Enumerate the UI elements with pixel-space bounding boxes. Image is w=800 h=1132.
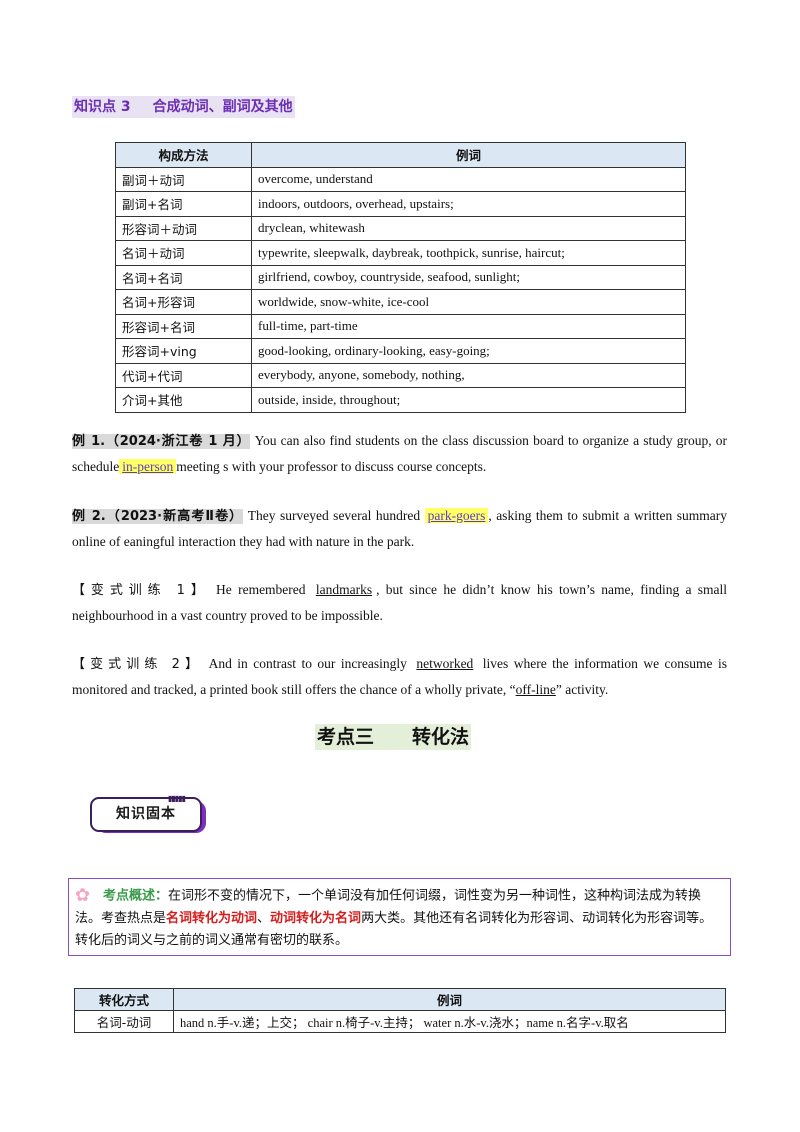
practice-2-answer-2: off-line bbox=[515, 682, 556, 697]
badge-label: 知识固本 bbox=[90, 797, 202, 832]
kaodian-number: 考点三 bbox=[317, 726, 375, 748]
knowledge-badge: 知识固本 ▮▮▮▮▮ bbox=[90, 794, 206, 833]
table-header-row: 构成方法 例词 bbox=[115, 142, 686, 168]
kaodian-title: 转化法 bbox=[412, 726, 470, 748]
practice-2-label: 【变式训练 2】 bbox=[72, 657, 204, 672]
examples-cell: girlfriend, cowboy, countryside, seafood… bbox=[251, 264, 686, 290]
method-cell: 形容词+名词 bbox=[115, 313, 252, 339]
example-1-text-after: meeting s with your professor to discuss… bbox=[176, 459, 487, 474]
method-cell: 名词+名词 bbox=[115, 264, 252, 290]
summary-box: ✿ 考点概述：在词形不变的情况下，一个单词没有加任何词缀，词性变为另一种词性，这种… bbox=[68, 878, 731, 956]
section-number: 知识点 3 bbox=[74, 99, 131, 115]
method-cell: 名词-动词 bbox=[74, 1010, 174, 1033]
summary-label: 考点概述： bbox=[103, 888, 169, 904]
method-cell: 代词+代词 bbox=[115, 362, 252, 388]
method-cell: 形容词+ving bbox=[115, 338, 252, 364]
example-2-label: 例 2.（2023·新高考Ⅱ卷） bbox=[72, 509, 244, 524]
summary-sep: 、 bbox=[257, 910, 271, 926]
practice-2: 【变式训练 2】 And in contrast to our increasi… bbox=[72, 651, 727, 702]
practice-1-answer: landmarks bbox=[315, 582, 373, 597]
practice-1-label: 【变式训练 1】 bbox=[72, 583, 210, 598]
method-cell: 介词+其他 bbox=[115, 387, 252, 413]
practice-2-text-after: ” activity. bbox=[555, 682, 609, 697]
method-cell: 副词＋动词 bbox=[115, 166, 252, 192]
examples-cell: outside, inside, throughout; bbox=[251, 387, 686, 413]
example-2-text-after: , asking them to submit a written summar… bbox=[72, 508, 728, 549]
section-heading: 知识点 3 合成动词、副词及其他 bbox=[72, 96, 295, 118]
examples-cell: hand n.手-v.递；上交； chair n.椅子-v.主持； water … bbox=[173, 1010, 726, 1033]
example-1-label: 例 1.（2024·浙江卷 1 月） bbox=[72, 434, 251, 449]
examples-cell: full-time, part-time bbox=[251, 313, 686, 339]
practice-1-text-after: , but since he didn’t know his town’s na… bbox=[72, 582, 728, 623]
example-1: 例 1.（2024·浙江卷 1 月） You can also find stu… bbox=[72, 428, 727, 479]
example-2: 例 2.（2023·新高考Ⅱ卷） They surveyed several h… bbox=[72, 503, 727, 554]
summary-text-1: 在词形不变的情况下，一个单词没有加任何词缀，词性变为另一种词性，这种构词法成为转… bbox=[75, 888, 702, 926]
examples-cell: overcome, understand bbox=[251, 166, 686, 192]
method-cell: 名词＋动词 bbox=[115, 240, 252, 266]
example-1-text-before: You can also find students on the class … bbox=[72, 433, 727, 474]
example-2-text-before: They surveyed several hundred bbox=[247, 508, 421, 523]
section-title: 合成动词、副词及其他 bbox=[152, 99, 293, 115]
column-header-examples: 例词 bbox=[173, 988, 726, 1011]
examples-cell: typewrite, sleepwalk, daybreak, toothpic… bbox=[251, 240, 686, 266]
practice-2-text-before: And in contrast to our increasingly bbox=[208, 656, 407, 671]
column-header-method: 构成方法 bbox=[115, 142, 252, 168]
examples-cell: indoors, outdoors, overhead, upstairs; bbox=[251, 191, 686, 217]
examples-cell: dryclean, whitewash bbox=[251, 215, 686, 241]
kaodian-heading: 考点三 转化法 bbox=[315, 724, 472, 750]
table-header-row: 转化方式 例词 bbox=[74, 988, 726, 1011]
flower-icon: ✿ bbox=[75, 885, 91, 906]
practice-1: 【变式训练 1】 He remembered landmarks, but si… bbox=[72, 577, 727, 628]
example-1-answer: in-person bbox=[119, 459, 177, 474]
badge-binder-rings-icon: ▮▮▮▮▮ bbox=[168, 794, 186, 803]
example-2-answer: park-goers bbox=[424, 508, 489, 523]
examples-cell: good-looking, ordinary-looking, easy-goi… bbox=[251, 338, 686, 364]
summary-red-2: 动词转化为名词 bbox=[270, 910, 362, 926]
examples-cell: everybody, anyone, somebody, nothing, bbox=[251, 362, 686, 388]
summary-red-1: 名词转化为动词 bbox=[166, 910, 258, 926]
practice-2-text-mid: lives where the information we consume i… bbox=[72, 656, 727, 697]
practice-2-answer: networked bbox=[416, 656, 474, 671]
practice-1-text-before: He remembered bbox=[216, 582, 306, 597]
column-header-method: 转化方式 bbox=[74, 988, 174, 1011]
method-cell: 名词+形容词 bbox=[115, 289, 252, 315]
examples-cell: worldwide, snow-white, ice-cool bbox=[251, 289, 686, 315]
method-cell: 形容词＋动词 bbox=[115, 215, 252, 241]
summary-text-2: 两大类。其他还有名词转化为形容词、动词转化为形容词等。转化后的词义与之前的词义通… bbox=[75, 910, 713, 948]
column-header-examples: 例词 bbox=[251, 142, 686, 168]
method-cell: 副词+名词 bbox=[115, 191, 252, 217]
